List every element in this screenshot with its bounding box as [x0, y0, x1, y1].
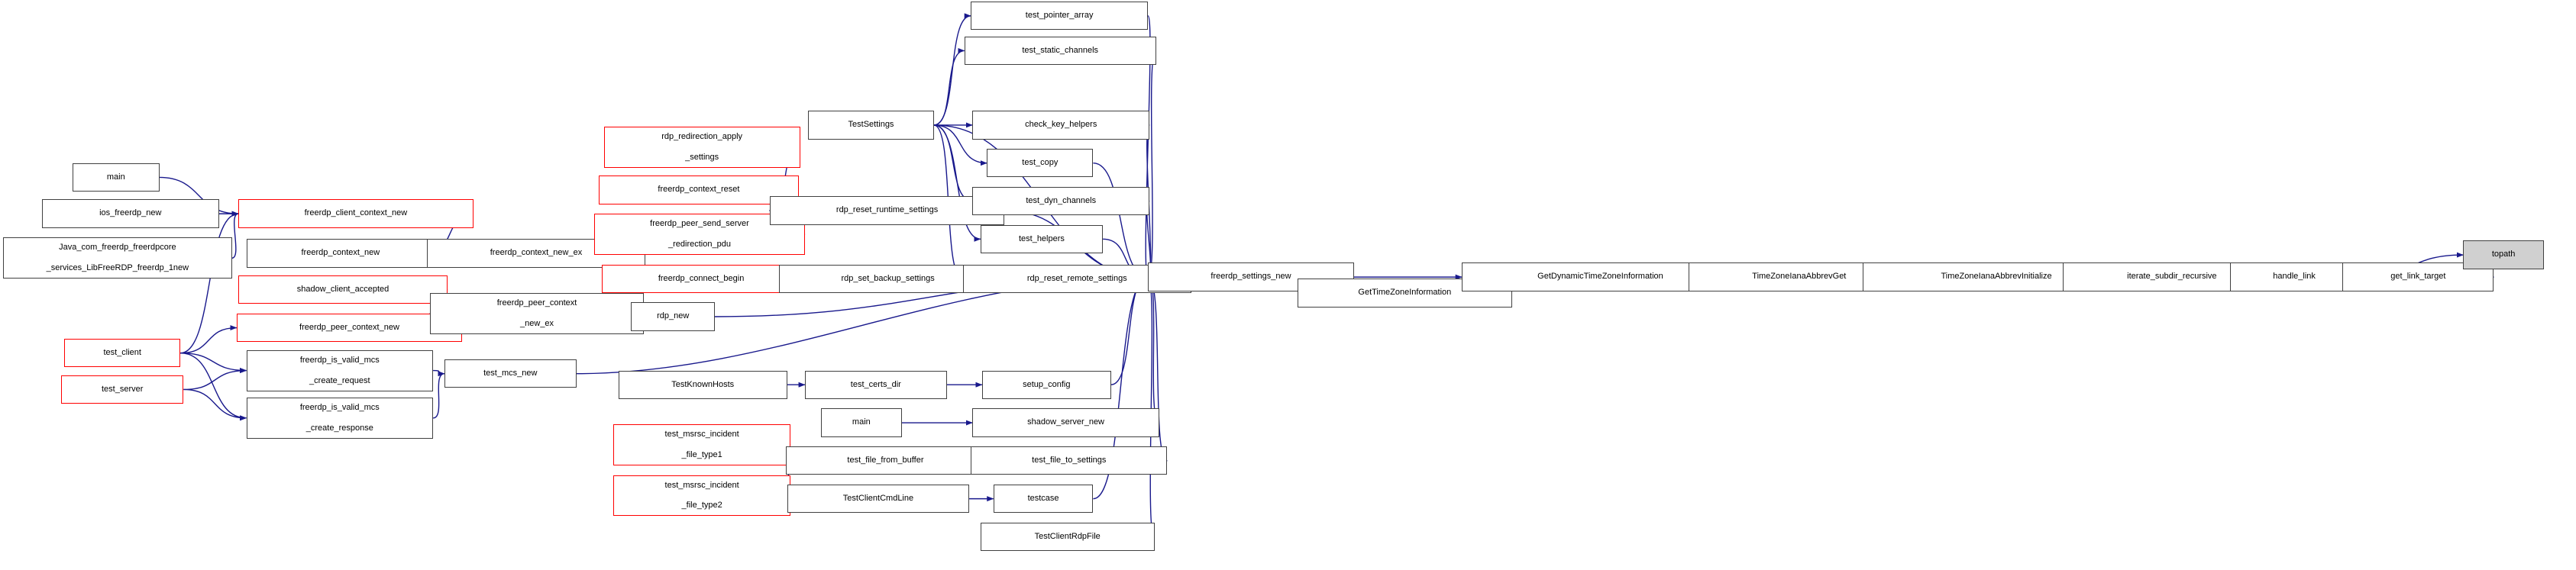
graph-node-freerdp_client_context_new[interactable]: freerdp_client_context_new [238, 199, 474, 228]
graph-node-test_file_from_buffer[interactable]: test_file_from_buffer [785, 446, 986, 475]
edge-freerdp_is_valid_mcs_create_response-to-test_mcs_new [432, 371, 445, 419]
graph-node-test_dyn_channels[interactable]: test_dyn_channels [972, 186, 1150, 216]
graph-node-freerdp_context_new[interactable]: freerdp_context_new [246, 239, 435, 268]
edge-test_server-to-freerdp_is_valid_mcs_create_response [183, 388, 247, 421]
graph-node-rdp_reset_runtime_settings[interactable]: rdp_reset_runtime_settings [769, 196, 1005, 225]
graph-node-shadow_client_accepted[interactable]: shadow_client_accepted [238, 275, 448, 304]
graph-node-test_static_channels[interactable]: test_static_channels [964, 36, 1156, 66]
graph-node-TestKnownHosts[interactable]: TestKnownHosts [618, 370, 787, 399]
edge-test_client-to-freerdp_client_context_new [180, 211, 239, 354]
edge-test_static_channels-to-freerdp_settings_new [1147, 50, 1157, 280]
graph-node-topath[interactable]: topath [2463, 240, 2544, 269]
edge-freerdp_is_valid_mcs_create_request-to-test_mcs_new [433, 369, 445, 377]
graph-node-shadow_server_new[interactable]: shadow_server_new [972, 408, 1159, 437]
graph-node-test_helpers[interactable]: test_helpers [980, 224, 1104, 253]
graph-node-freerdp_is_valid_mcs_create_request[interactable]: freerdp_is_valid_mcs _create_request [246, 349, 434, 391]
graph-node-rdp_set_backup_settings[interactable]: rdp_set_backup_settings [779, 264, 997, 293]
graph-node-freerdp_peer_context_new_ex[interactable]: freerdp_peer_context _new_ex [429, 292, 645, 334]
graph-node-test_mcs_new[interactable]: test_mcs_new [444, 359, 577, 388]
graph-node-test_server[interactable]: test_server [61, 375, 184, 404]
edge-setup_config-to-freerdp_settings_new [1110, 274, 1149, 385]
graph-node-freerdp_connect_begin[interactable]: freerdp_connect_begin [602, 264, 800, 293]
graph-node-main_top[interactable]: main [72, 163, 160, 192]
graph-node-testcase[interactable]: testcase [993, 484, 1094, 514]
graph-node-freerdp_context_reset[interactable]: freerdp_context_reset [599, 176, 799, 204]
edge-test_server-to-freerdp_is_valid_mcs_create_request [183, 368, 247, 391]
edge-TestClientRdpFile-to-freerdp_settings_new [1147, 274, 1155, 538]
graph-node-TestSettings[interactable]: TestSettings [808, 111, 934, 140]
graph-node-test_certs_dir[interactable]: test_certs_dir [805, 370, 947, 399]
graph-node-freerdp_is_valid_mcs_create_response[interactable]: freerdp_is_valid_mcs _create_response [246, 397, 434, 439]
edge-TestSettings-to-test_static_channels [933, 47, 965, 126]
graph-node-freerdp_peer_context_new[interactable]: freerdp_peer_context_new [236, 313, 463, 343]
edge-test_copy-to-freerdp_settings_new [1093, 163, 1149, 280]
graph-node-TestClientRdpFile[interactable]: TestClientRdpFile [980, 522, 1155, 552]
graph-node-java_freerdp_new[interactable]: Java_com_freerdp_freerdpcore _services_L… [3, 237, 232, 279]
graph-node-TestClientCmdLine[interactable]: TestClientCmdLine [787, 484, 970, 514]
graph-node-check_key_helpers[interactable]: check_key_helpers [972, 111, 1150, 140]
graph-node-setup_config[interactable]: setup_config [981, 370, 1111, 399]
graph-node-test_copy[interactable]: test_copy [987, 149, 1094, 178]
edge-TestSettings-to-test_pointer_array [933, 13, 971, 126]
graph-node-test_client[interactable]: test_client [64, 339, 181, 368]
graph-node-test_file_to_settings[interactable]: test_file_to_settings [971, 446, 1168, 475]
edge-test_client-to-freerdp_is_valid_mcs_create_request [180, 353, 247, 374]
edge-TestSettings-to-test_dyn_channels [933, 124, 973, 204]
graph-node-ios_freerdp_new[interactable]: ios_freerdp_new [41, 199, 219, 228]
graph-node-test_msrsc_incident_file_type1[interactable]: test_msrsc_incident _file_type1 [613, 424, 791, 466]
graph-node-rdp_new[interactable]: rdp_new [631, 302, 715, 331]
graph-node-main_bottom[interactable]: main [821, 408, 902, 437]
edge-shadow_server_new-to-freerdp_settings_new [1147, 274, 1160, 423]
graph-node-test_pointer_array[interactable]: test_pointer_array [971, 2, 1149, 31]
graph-node-handle_link[interactable]: handle_link [2229, 262, 2359, 291]
graph-node-rdp_redirection_apply_settings[interactable]: rdp_redirection_apply _settings [603, 127, 800, 168]
graph-node-test_msrsc_incident_file_type2[interactable]: test_msrsc_incident _file_type2 [613, 475, 791, 517]
edge-test_client-to-freerdp_is_valid_mcs_create_response [180, 353, 247, 421]
edge-java_freerdp_new-to-freerdp_client_context_new [231, 211, 239, 259]
edge-test_client-to-freerdp_peer_context_new [180, 325, 238, 354]
